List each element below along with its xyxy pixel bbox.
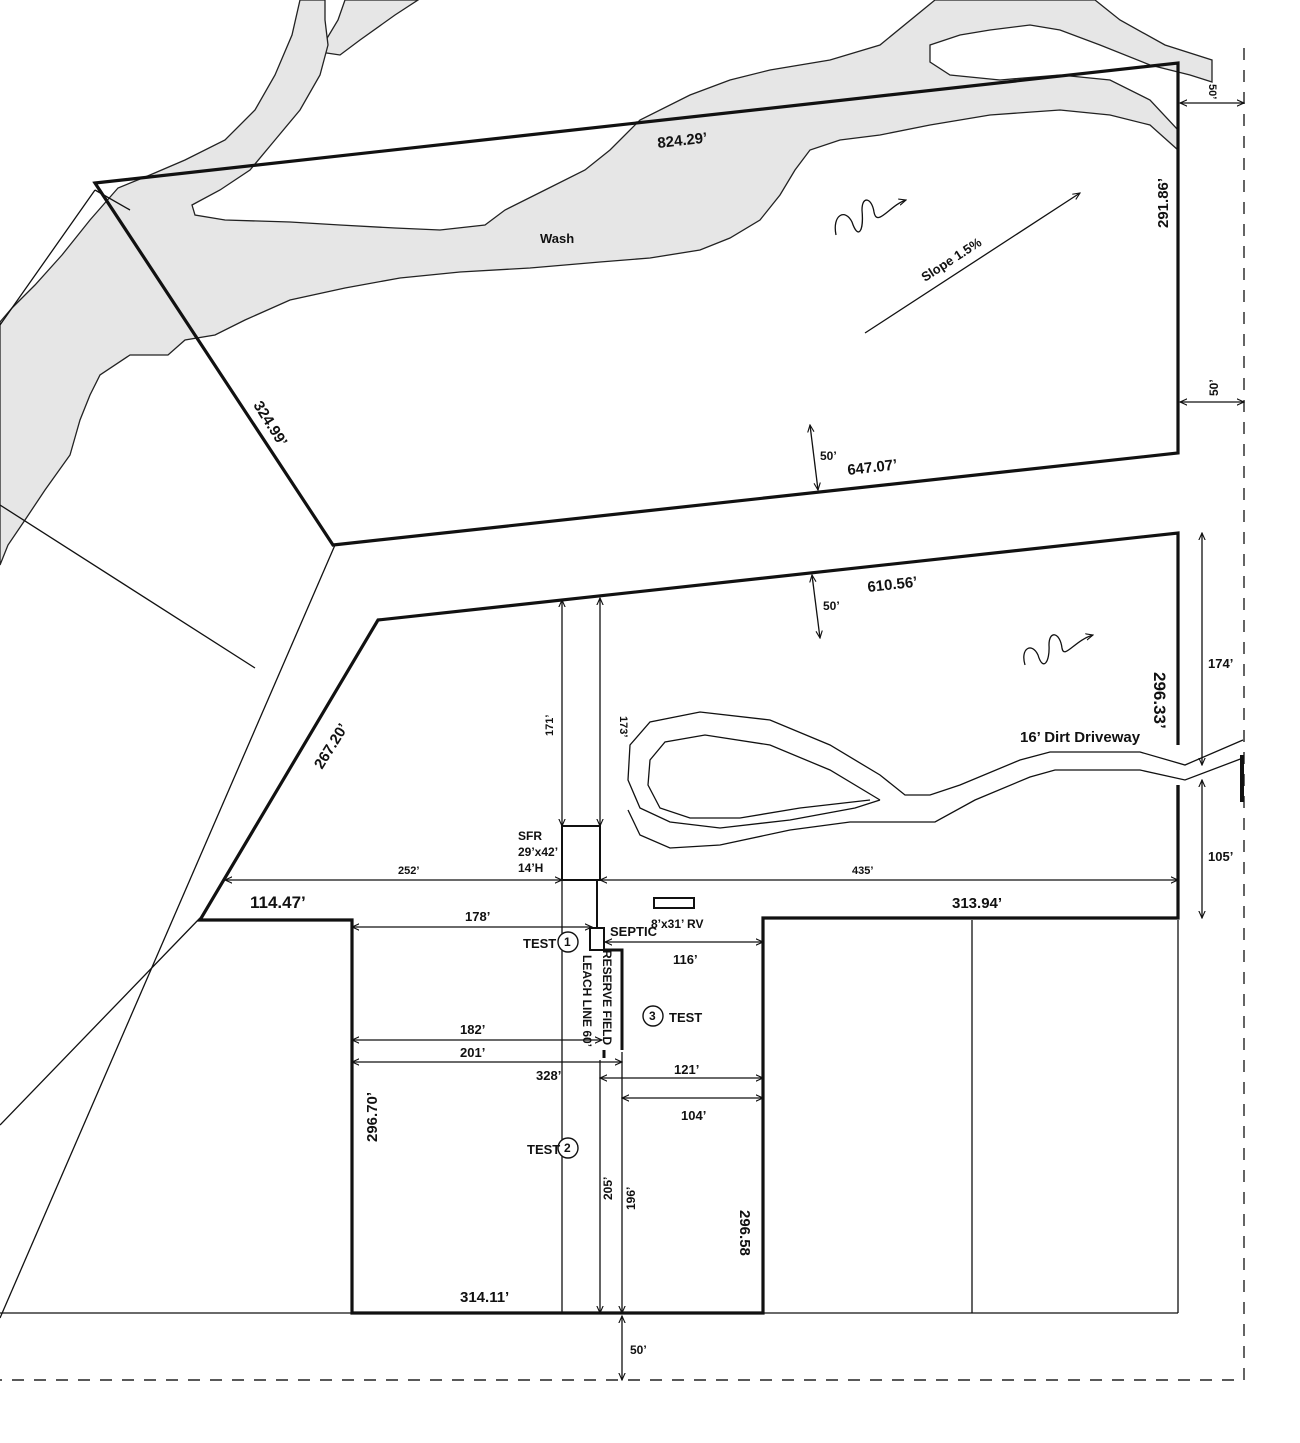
setback-mid-line [812, 575, 820, 638]
dim-setback-s-top: 50’ [820, 449, 837, 463]
sfr-label-3: 14’H [518, 861, 543, 875]
setback-s-top-line [810, 425, 818, 490]
wash-channel-main [0, 0, 1213, 566]
dim-mid-north: 610.56’ [867, 574, 919, 596]
sfr-label-1: SFR [518, 829, 542, 843]
reserve-field-label: RESERVE FIELD [600, 950, 614, 1045]
dim-178: 178’ [465, 909, 490, 924]
test-2-label: TEST [527, 1142, 560, 1157]
test-1-circle [557, 931, 579, 953]
dim-116: 116’ [673, 952, 698, 967]
dim-205: 205’ [601, 1177, 615, 1200]
test-3-number: 3 [649, 1009, 656, 1023]
dim-105: 105’ [1208, 849, 1233, 864]
parcel-line-diagonal [0, 504, 256, 669]
dim-bottom-west: 296.70’ [364, 1092, 381, 1142]
sfr-label-2: 29’x42’ [518, 845, 558, 859]
drainage-symbol-north [834, 200, 906, 236]
dim-top-north: 824.29’ [657, 130, 709, 152]
leach-line [604, 948, 624, 1050]
dim-bottom-south: 314.11’ [460, 1289, 509, 1306]
test-2-circle [557, 1137, 579, 1159]
dim-top-east: 291.86’ [1155, 178, 1172, 228]
sfr-house [561, 825, 601, 881]
road-edge-west-outer [0, 189, 96, 326]
dim-201: 201’ [460, 1045, 485, 1060]
septic-tank [589, 927, 605, 951]
dim-setback-e: 50’ [1207, 379, 1221, 396]
road-centerline-dashed [0, 48, 1245, 1381]
dim-se-edge: 313.94’ [952, 895, 1002, 912]
road-edge-lower-1 [0, 544, 336, 1319]
dim-171: 171’ [544, 715, 556, 736]
dim-top-west: 324.99’ [250, 398, 291, 449]
dim-435: 435’ [852, 865, 873, 877]
rv-pad [653, 897, 695, 909]
driveway-loop-outer [627, 711, 1244, 829]
dim-174: 174’ [1208, 656, 1233, 671]
test-1-number: 1 [564, 935, 571, 949]
dim-328: 328’ [536, 1068, 561, 1083]
dim-196: 196’ [624, 1187, 638, 1210]
septic-label: SEPTIC [610, 924, 658, 939]
dim-sw-edge: 114.47’ [250, 893, 306, 912]
test-1-label: TEST [523, 936, 556, 951]
lot-middle [197, 531, 1180, 1315]
dim-173: 173’ [617, 716, 629, 737]
test-3-label: TEST [669, 1010, 702, 1025]
dim-mid-west: 267.20’ [311, 721, 352, 772]
driveway-loop-center [647, 734, 881, 819]
road-edge-lower-2 [0, 917, 201, 1126]
leach-line-label: LEACH LINE 60’ [580, 955, 594, 1047]
dim-252: 252’ [398, 865, 419, 877]
dim-setback-bottom: 50’ [630, 1343, 647, 1357]
dim-setback-ne: 50’ [1206, 84, 1218, 99]
dim-bottom-east: 296.58 [736, 1210, 753, 1256]
dim-setback-mid: 50’ [823, 599, 840, 613]
drainage-symbol-middle [1023, 635, 1093, 666]
slope-arrow [864, 193, 1080, 334]
driveway-loop-inner [627, 757, 1244, 849]
rv-label: 8’x31’ RV [651, 917, 704, 931]
dim-mid-east: 296.33’ [1150, 672, 1169, 729]
wash-label: Wash [540, 231, 574, 246]
dim-182: 182’ [460, 1022, 485, 1037]
test-2-number: 2 [564, 1141, 571, 1155]
dim-top-south: 647.07’ [847, 456, 899, 479]
driveway-label: 16’ Dirt Driveway [1020, 729, 1141, 746]
test-3-circle [642, 1005, 664, 1027]
dim-104: 104’ [681, 1108, 706, 1123]
lot-north [92, 61, 1180, 547]
dim-121: 121’ [674, 1062, 699, 1077]
driveway-gap [1174, 745, 1182, 785]
